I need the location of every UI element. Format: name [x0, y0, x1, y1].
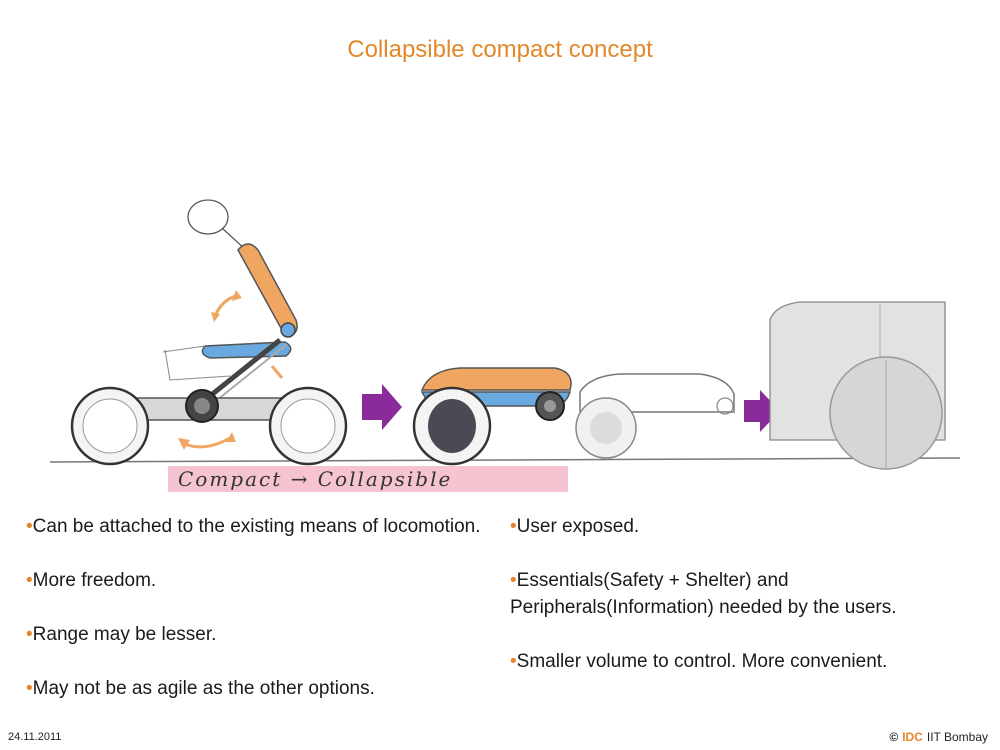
ground-line	[49, 457, 961, 463]
list-item: Range may be lesser.	[26, 621, 486, 648]
backrest	[237, 243, 298, 337]
compact-vehicle-sketch	[70, 199, 348, 466]
large-vehicle-sketch	[769, 301, 946, 470]
fold-arrow-lower	[184, 436, 231, 449]
list-item: Can be attached to the existing means of…	[26, 513, 486, 540]
footer-date: 24.11.2011	[8, 731, 62, 743]
institute-name: IIT Bombay	[926, 730, 988, 744]
concept-sketch: Compact → Collapsible	[49, 199, 961, 492]
list-item: User exposed.	[510, 513, 970, 540]
list-item: More freedom.	[26, 567, 486, 594]
trailer-sketch	[575, 373, 735, 459]
purple-arrow-2	[744, 390, 780, 432]
fold-arrow-middle	[270, 365, 284, 379]
copyright-icon: ©	[889, 730, 899, 744]
considerations-list: User exposed. Essentials(Safety + Shelte…	[510, 513, 970, 702]
slide-title: Collapsible compact concept	[347, 36, 653, 63]
collapsed-vehicle-sketch	[412, 367, 572, 466]
annotation-text: Compact → Collapsible	[178, 467, 452, 491]
list-item: May not be as agile as the other options…	[26, 675, 486, 702]
brand-logo-text: IDC	[902, 730, 923, 744]
list-item: Smaller volume to control. More convenie…	[510, 648, 970, 675]
rider-head	[187, 199, 229, 235]
purple-arrow-1	[362, 384, 402, 430]
list-item: Essentials(Safety + Shelter) and Periphe…	[510, 567, 970, 621]
annotation-highlight	[168, 466, 568, 492]
advantages-list: Can be attached to the existing means of…	[26, 513, 486, 729]
